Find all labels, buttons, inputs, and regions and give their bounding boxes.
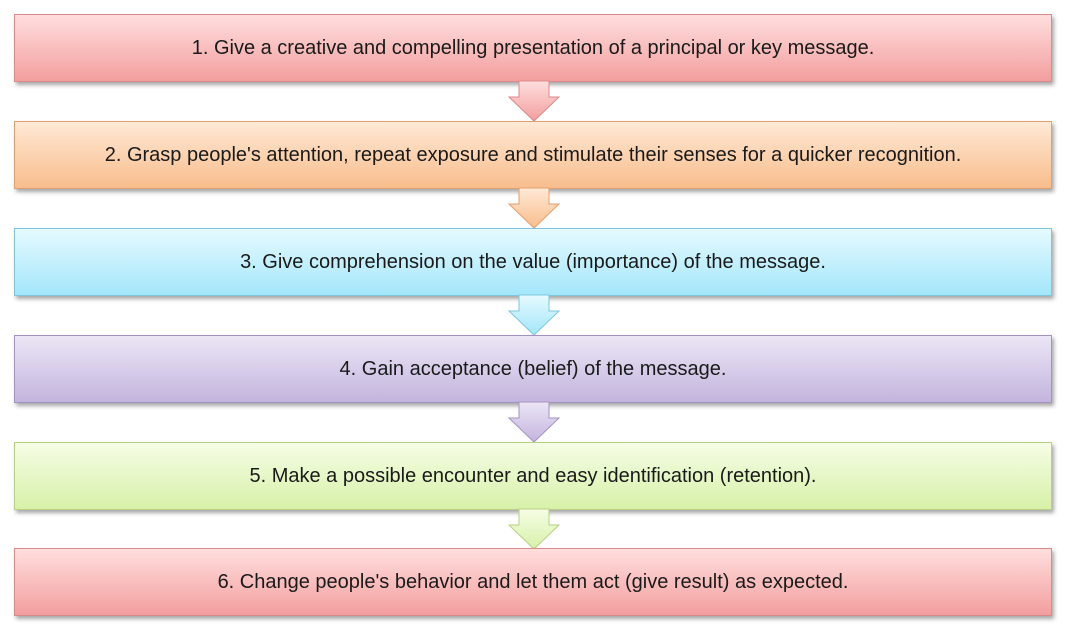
down-arrow-icon [507, 401, 561, 444]
down-arrow-shape [507, 401, 561, 443]
down-arrow-shape [507, 80, 561, 122]
step-box-4: 4. Gain acceptance (belief) of the messa… [14, 335, 1052, 403]
step-label-6: 6. Change people's behavior and let them… [217, 570, 849, 593]
arrow-polygon [507, 401, 561, 443]
step-label-2: 2. Grasp people's attention, repeat expo… [104, 143, 962, 166]
down-arrow-icon [507, 187, 561, 230]
arrow-polygon [507, 187, 561, 229]
down-arrow-shape [507, 508, 561, 550]
step-label-1: 1. Give a creative and compelling presen… [191, 36, 875, 59]
step-box-3: 3. Give comprehension on the value (impo… [14, 228, 1052, 296]
arrow-polygon [507, 508, 561, 550]
step-label-4: 4. Gain acceptance (belief) of the messa… [339, 357, 727, 380]
arrow-polygon [507, 294, 561, 336]
step-box-1: 1. Give a creative and compelling presen… [14, 14, 1052, 82]
down-arrow-shape [507, 294, 561, 336]
down-arrow-icon [507, 80, 561, 123]
down-arrow-icon [507, 294, 561, 337]
down-arrow-shape [507, 187, 561, 229]
step-box-5: 5. Make a possible encounter and easy id… [14, 442, 1052, 510]
step-label-5: 5. Make a possible encounter and easy id… [249, 464, 817, 487]
step-label-3: 3. Give comprehension on the value (impo… [240, 250, 826, 273]
step-box-6: 6. Change people's behavior and let them… [14, 548, 1052, 616]
arrow-polygon [507, 80, 561, 122]
step-box-2: 2. Grasp people's attention, repeat expo… [14, 121, 1052, 189]
down-arrow-icon [507, 508, 561, 551]
